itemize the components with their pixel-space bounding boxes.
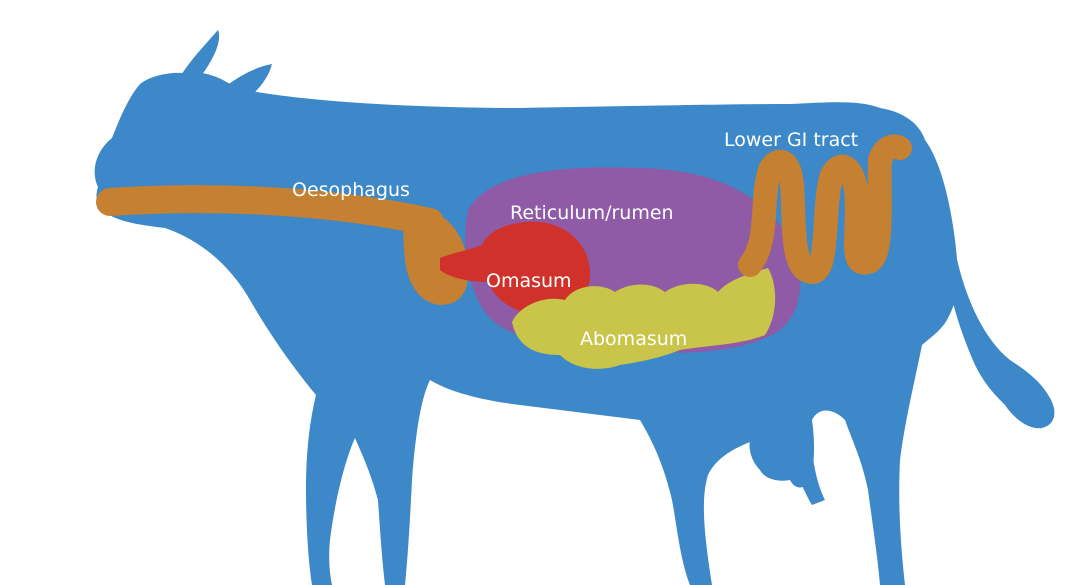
reticulum-rumen-label: Reticulum/rumen [510,202,674,224]
lower-gi-label: Lower GI tract [724,129,858,151]
omasum-label: Omasum [486,270,572,292]
abomasum-label: Abomasum [580,328,687,350]
oesophagus-label: Oesophagus [292,179,410,201]
